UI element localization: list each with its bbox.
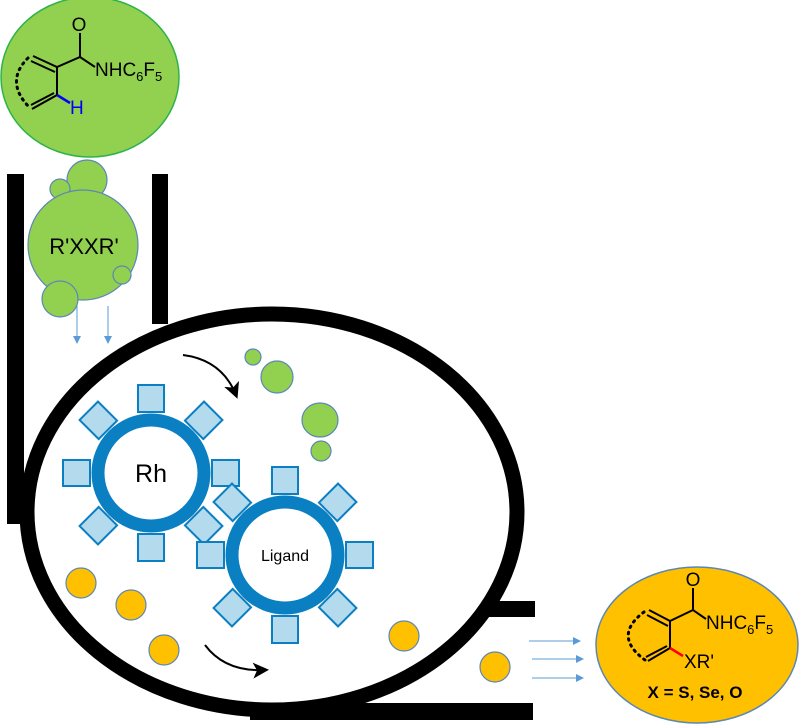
ligand-label: Ligand xyxy=(261,548,309,565)
right-tube-wall xyxy=(152,174,168,324)
product-droplet xyxy=(479,651,511,683)
reagent-bubble xyxy=(27,189,139,301)
bubble xyxy=(41,280,79,318)
ligand-gear xyxy=(196,466,374,644)
product-structure xyxy=(626,588,707,662)
gear-tooth xyxy=(137,533,165,562)
rh-label: Rh xyxy=(135,460,167,488)
product-droplet xyxy=(388,620,420,652)
product-droplet xyxy=(148,634,180,666)
reactant-oxygen: O xyxy=(72,15,87,36)
gear-tooth xyxy=(271,615,299,644)
reactant-hydrogen: H xyxy=(70,98,84,119)
gear-tooth xyxy=(78,505,119,546)
gear-tooth xyxy=(78,400,119,441)
gear-tooth xyxy=(183,400,224,441)
product-bubble: O NHC6F5 XR' X = S, Se, O xyxy=(595,566,799,724)
reagent-label: R'XXR' xyxy=(49,234,119,259)
product-oxygen: O xyxy=(686,570,701,591)
rh-gear xyxy=(62,384,240,562)
gear-ring xyxy=(91,413,211,533)
reagent-bubble-cluster xyxy=(27,159,139,318)
rotation-arrow-top xyxy=(182,354,239,399)
gear-tooth xyxy=(212,587,253,628)
reagent-droplet xyxy=(301,402,339,438)
reactant-amide: NHC6F5 xyxy=(95,60,162,84)
product-substituent: XR' xyxy=(684,652,714,673)
gear-tooth xyxy=(212,482,253,523)
product-ellipse xyxy=(595,566,799,724)
new-c-x-bond xyxy=(669,646,684,658)
gear-tooth xyxy=(137,384,165,413)
product-droplet xyxy=(115,589,147,621)
gear-tooth xyxy=(62,459,91,487)
ch-bond xyxy=(56,93,71,105)
reactant-bubble: O NHC6F5 H xyxy=(0,0,180,158)
product-droplet xyxy=(65,567,97,599)
gear-tooth xyxy=(345,541,374,569)
reagent-droplet xyxy=(260,360,294,394)
product-scope: X = S, Se, O xyxy=(648,683,743,702)
left-tube-wall xyxy=(7,174,24,524)
bubble xyxy=(112,265,132,285)
gear-tooth xyxy=(196,541,225,569)
reactant-structure xyxy=(15,33,96,110)
product-amide: NHC6F5 xyxy=(706,613,773,637)
reagent-droplet xyxy=(310,440,332,462)
gear-tooth xyxy=(211,459,240,487)
gear-ring xyxy=(225,495,345,615)
gear-tooth xyxy=(317,482,358,523)
gear-tooth xyxy=(317,587,358,628)
gear-tooth xyxy=(271,466,299,495)
reagent-droplet xyxy=(244,348,262,366)
rotation-arrow-bottom xyxy=(204,644,269,679)
reactant-ellipse xyxy=(0,0,180,158)
gear-tooth xyxy=(183,505,224,546)
